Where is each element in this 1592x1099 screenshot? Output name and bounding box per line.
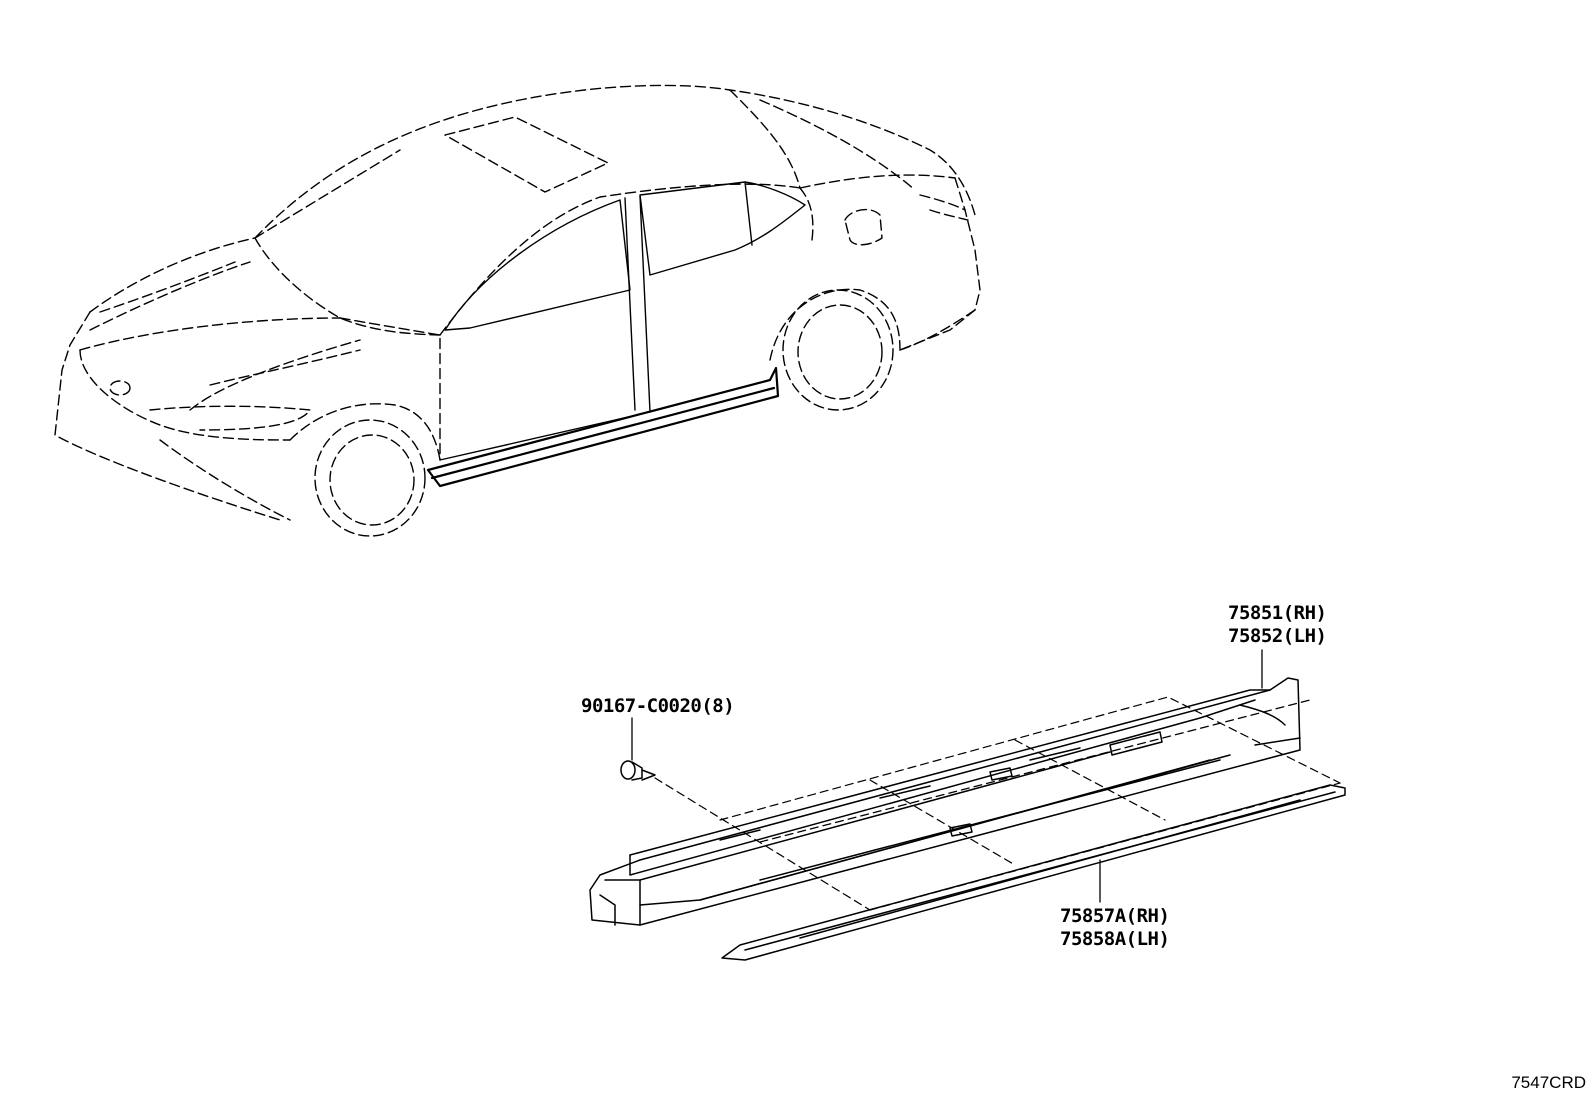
- diagram-code: 7547CRD: [1511, 1073, 1586, 1092]
- rocker-garnish-label: 75851(RH) 75852(LH): [1228, 602, 1327, 648]
- rocker-garnish-rh-number: 75851(RH): [1228, 602, 1327, 624]
- lower-moulding-label: 75857A(RH) 75858A(LH): [1060, 905, 1170, 951]
- rocker-garnish-lh-number: 75852(LH): [1228, 625, 1327, 647]
- lower-moulding-part: [721, 784, 1346, 961]
- vehicle-rocker-highlight: [426, 366, 780, 488]
- alignment-lines: [654, 696, 1341, 911]
- bolt-part-label: 90167-C0020(8): [581, 695, 735, 718]
- vehicle-outline: [54, 84, 981, 537]
- bolt-part-number: 90167-C0020(8): [581, 695, 735, 717]
- bolt-part: [620, 760, 656, 781]
- lower-moulding-lh-number: 75858A(LH): [1060, 928, 1170, 950]
- leader-lines: [631, 649, 1263, 903]
- lower-moulding-rh-number: 75857A(RH): [1060, 905, 1170, 927]
